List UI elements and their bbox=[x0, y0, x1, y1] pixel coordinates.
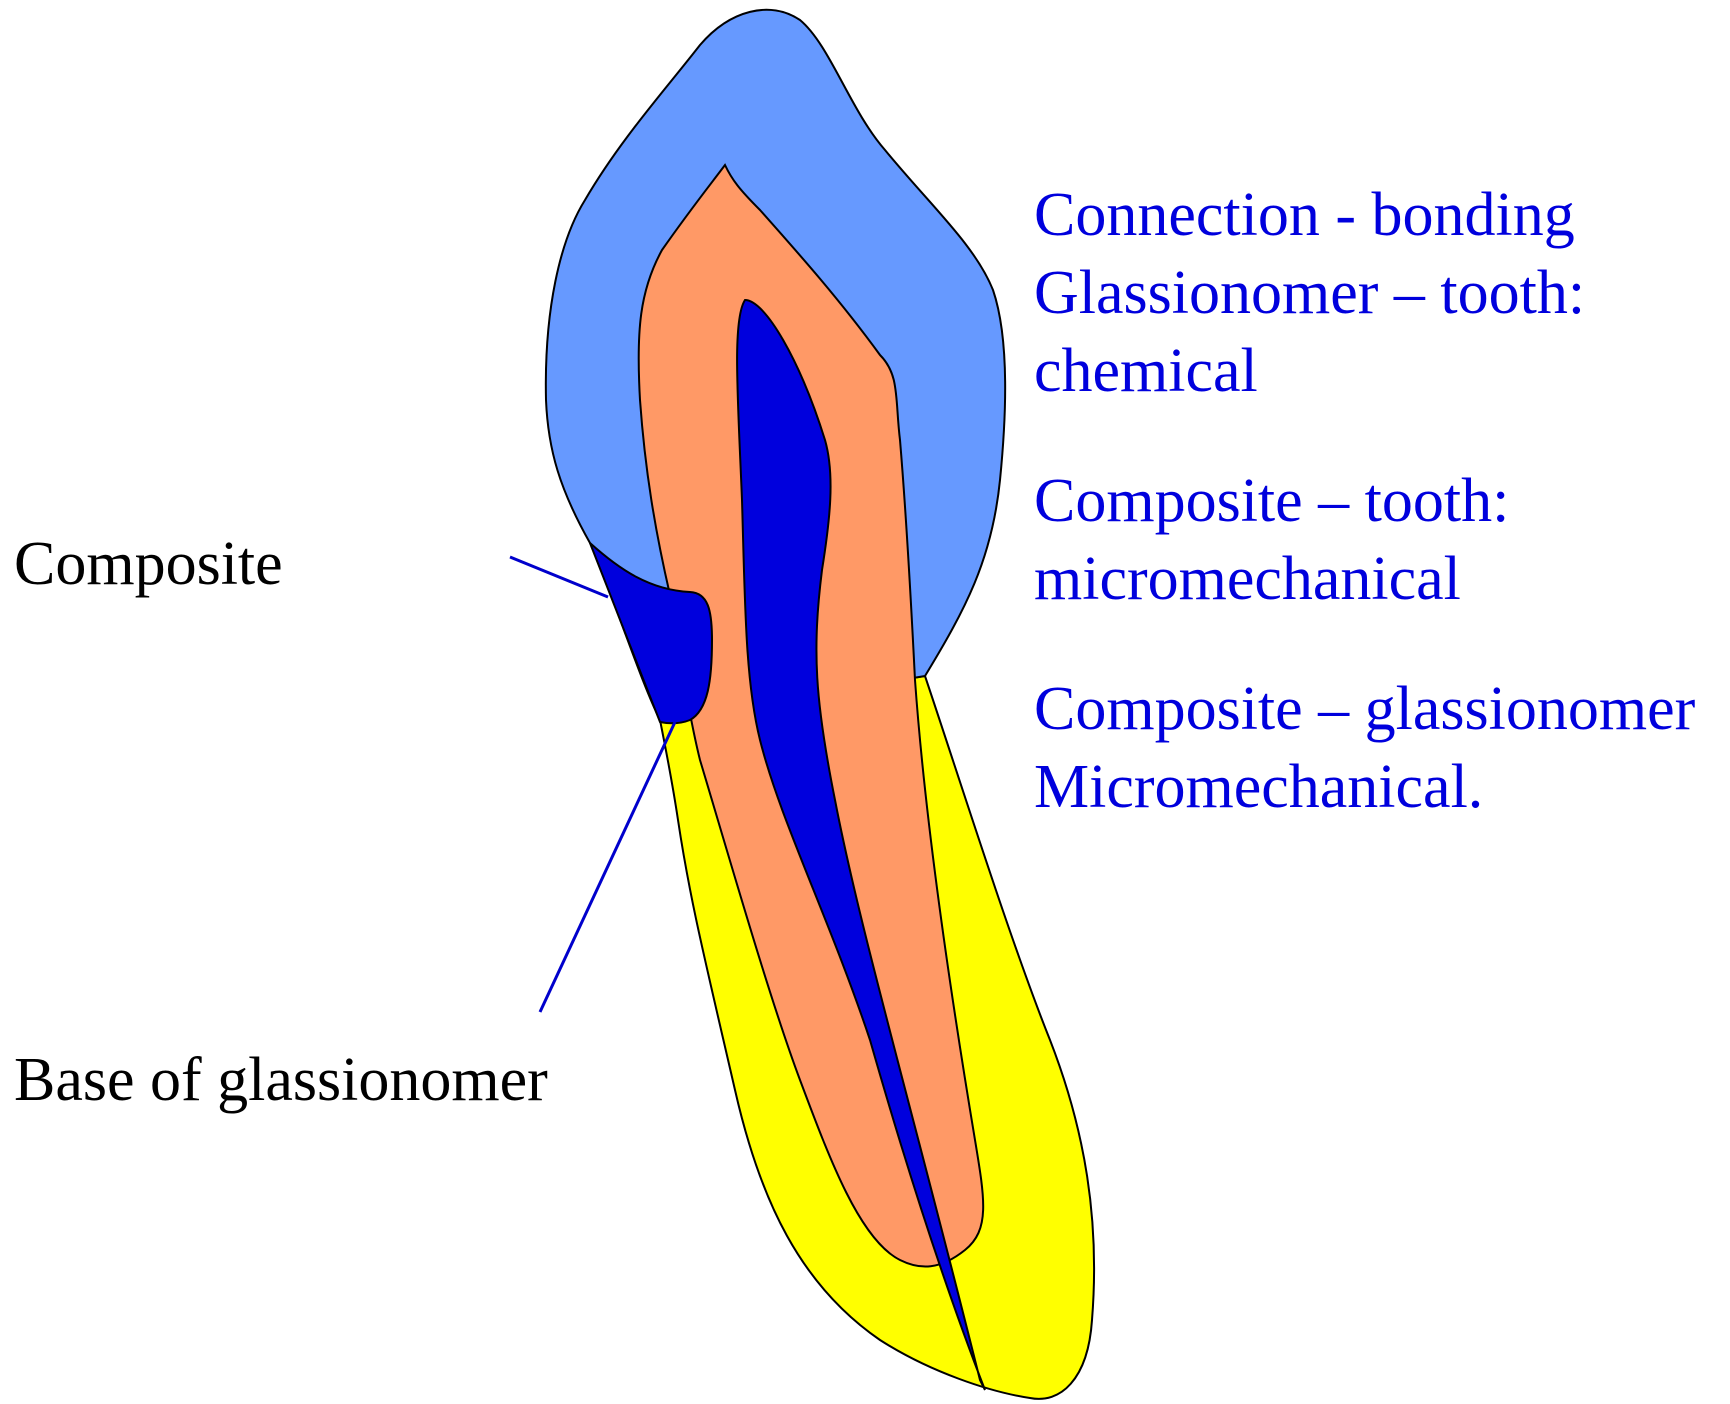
note-composite-tooth: Composite – tooth: micromechanical bbox=[1034, 462, 1695, 618]
note-line: Composite – glassionomer bbox=[1034, 670, 1695, 748]
note-line: chemical bbox=[1034, 332, 1695, 410]
note-composite-glassionomer: Composite – glassionomer Micromechanical… bbox=[1034, 670, 1695, 826]
note-glassionomer-tooth: Connection - bonding Glassionomer – toot… bbox=[1034, 176, 1695, 410]
composite-leader-line bbox=[510, 557, 608, 597]
note-line: Micromechanical. bbox=[1034, 748, 1695, 826]
note-line: Glassionomer – tooth: bbox=[1034, 254, 1695, 332]
note-line: micromechanical bbox=[1034, 540, 1695, 618]
base-leader-line bbox=[540, 722, 675, 1012]
bonding-notes: Connection - bonding Glassionomer – toot… bbox=[1034, 176, 1695, 878]
note-line: Composite – tooth: bbox=[1034, 462, 1695, 540]
note-line: Connection - bonding bbox=[1034, 176, 1695, 254]
composite-label: Composite bbox=[14, 525, 283, 603]
base-of-glassionomer-label: Base of glassionomer bbox=[14, 1041, 548, 1119]
